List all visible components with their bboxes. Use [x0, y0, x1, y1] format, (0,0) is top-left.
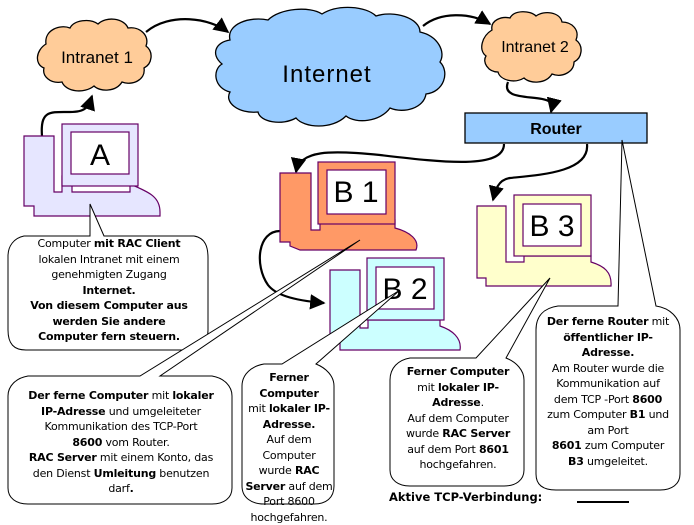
callout-text-segment: zum Computer — [547, 408, 630, 421]
callout-text-segment: . — [129, 482, 134, 495]
callout-text-segment: 8600 — [632, 392, 663, 406]
callout-text-segment: auf dem Port — [407, 442, 479, 456]
callout-text-segment: Computer fern steuern. — [38, 330, 180, 343]
callout-text-segment: den Dienst — [32, 466, 94, 480]
callout-text-segment: umgeleitet. — [583, 454, 648, 468]
callout-text-segment: Adresse — [432, 396, 481, 409]
callout-b2 — [241, 289, 401, 505]
callout-text-segment: . — [480, 396, 485, 409]
callout-text-segment: und umgeleiteter — [105, 404, 201, 418]
callout-text-segment: IP-Adresse — [41, 404, 106, 418]
callout-text-segment: Am Router wurde die — [551, 361, 665, 375]
callout-text-segment: B3 — [568, 454, 584, 468]
callout-text-segment: Umleitung — [93, 466, 157, 480]
callout-text-segment: lokalen Intranet mit einem — [38, 252, 180, 266]
connection-intranet2-to-router — [505, 81, 562, 114]
callout-text-segment: Kommunikation des TCP-Port — [44, 420, 198, 433]
callout-text-segment: wurde — [258, 464, 295, 477]
callout-text-segment: 8601 — [478, 442, 509, 456]
callout-text-segment: Computer — [37, 237, 94, 250]
connection-b1-to-b2 — [258, 229, 326, 310]
connection-router-to-b1 — [290, 143, 506, 174]
callout-b3 — [389, 277, 551, 487]
computer-b2-label: B 2 — [382, 273, 427, 306]
callout-text-segment: lokaler IP- — [437, 380, 499, 394]
callout-text-segment: wurde — [405, 427, 443, 440]
callout-text-segment: Der ferne Router — [546, 315, 649, 328]
callout-text-segment: hochgefahren. — [250, 510, 328, 524]
computer-b3-label: B 3 — [529, 210, 574, 243]
cloud-intranet-2: Intranet 2 — [481, 11, 582, 83]
callout-text-segment: RAC Server — [442, 427, 511, 440]
computer-b3: B 3 — [476, 194, 612, 287]
callout-text-segment: mit — [648, 315, 670, 328]
callout-router — [535, 139, 681, 491]
callout-b2-text: Ferner Computer mit lokaler IP- Adresse. Au… — [244, 370, 334, 525]
callout-text-segment: auf dem — [285, 479, 333, 493]
callout-text-segment: öffentlicher IP- — [563, 330, 653, 344]
callout-text-segment: mit RAC Client — [93, 237, 181, 250]
intranet-2-label: Intranet 2 — [501, 39, 569, 56]
cloud-intranet-1: Intranet 1 — [36, 18, 152, 92]
callout-text-segment: Ferner Computer — [259, 371, 319, 400]
callout-text-segment: Port 8600 — [263, 495, 315, 508]
connection-a-to-intranet1 — [40, 94, 95, 137]
legend-connection-line — [577, 501, 629, 503]
callout-text-segment: benutzen — [156, 466, 210, 480]
connection-internet-to-intranet2 — [422, 10, 492, 27]
callout-text-segment: mit einem Konto, das — [96, 451, 214, 464]
callout-text-segment: darf — [108, 482, 130, 495]
intranet-1-label: Intranet 1 — [61, 48, 133, 67]
callout-a-text: Computer mit RAC Client lokalen Intranet … — [12, 236, 206, 345]
callout-text-segment: vom Router. — [102, 435, 170, 449]
callout-text-segment: 8601 — [551, 439, 582, 452]
callout-text-segment: Server — [245, 479, 286, 493]
callout-text-segment: Ferner Computer — [406, 365, 510, 378]
computer-b1: B 1 — [279, 161, 418, 251]
callout-text-segment: Kommunikation auf — [556, 377, 660, 390]
router: Router — [464, 112, 648, 144]
cloud-internet: Internet — [214, 6, 446, 127]
callout-text-segment: hochgefahren. — [419, 458, 497, 471]
callout-text-segment: 8600 — [72, 435, 103, 449]
computer-b1-label: B 1 — [333, 176, 378, 209]
computer-b2: B 2 — [329, 257, 461, 351]
connection-intranet1-to-internet — [145, 17, 230, 33]
connection-router-to-b3 — [488, 143, 589, 202]
computer-a: A — [23, 123, 161, 217]
callout-text-segment: werden Sie andere — [52, 314, 166, 328]
callout-text-segment: Internet. — [82, 283, 136, 297]
computer-a-label: A — [90, 139, 110, 172]
callout-b3-text: Ferner Computer mit lokaler IP- Adresse. Au… — [392, 364, 524, 473]
callout-text-segment: Der ferne Computer — [28, 389, 149, 402]
callout-text-segment: mit — [248, 402, 269, 415]
connections — [40, 10, 589, 310]
router-label: Router — [530, 121, 582, 138]
callout-text-segment: B1 — [629, 408, 646, 421]
callout-text-segment: RAC Server — [28, 451, 97, 464]
internet-label: Internet — [282, 61, 371, 88]
callout-text-segment: Von diesem Computer aus — [30, 299, 188, 312]
legend-label: Aktive TCP-Verbindung: — [389, 490, 543, 504]
callout-text-segment: dem TCP -Port — [553, 392, 633, 406]
callout-text-segment: am Port — [587, 423, 629, 437]
callout-text-segment: Auf dem Computer — [407, 411, 509, 425]
callouts — [7, 139, 681, 505]
callout-b1 — [7, 239, 361, 505]
callout-text-segment: und — [645, 408, 670, 421]
callout-text-segment: Adresse. — [262, 417, 316, 431]
network-diagram: Intranet 1 Internet Intranet 2 Router A … — [7, 6, 681, 505]
callout-text-segment: Auf dem Computer — [262, 433, 316, 462]
callout-text-segment: lokaler — [172, 389, 214, 402]
callout-router-text: Der ferne Router mit öffentlicher IP- Adre… — [536, 314, 680, 469]
callout-text-segment: zum Computer — [581, 439, 665, 452]
callout-text-segment: mit — [417, 380, 438, 394]
callout-text-segment: RAC — [294, 464, 320, 477]
callout-text-segment: genehmigten Zugang — [51, 268, 167, 281]
callout-text-segment: Adresse. — [581, 346, 635, 359]
callout-text-segment: lokaler IP- — [268, 402, 330, 415]
callout-text-segment: mit — [148, 389, 173, 402]
